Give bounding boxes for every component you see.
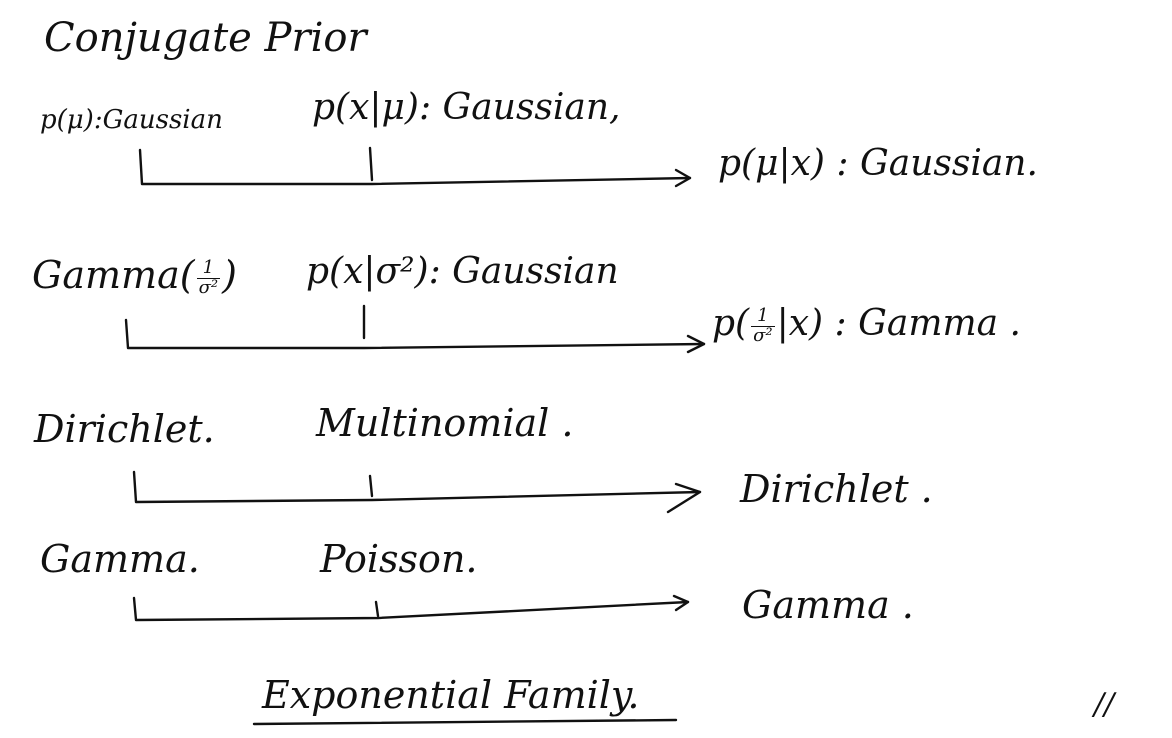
row1-likelihood: p(x|μ): Gaussian, (312, 87, 621, 128)
row4-likelihood-tick (374, 600, 380, 618)
row2-prior-prefix: Gamma( (32, 253, 195, 297)
row1-prior: p(μ):Gaussian (40, 105, 223, 135)
page-title: Conjugate Prior (44, 15, 367, 61)
row2-likelihood: p(x|σ²): Gaussian (306, 251, 619, 292)
row2-posterior-suffix: |x) : Gamma . (776, 303, 1021, 344)
row3-bracket-arrow (132, 470, 702, 504)
row4-likelihood: Poisson. (320, 537, 478, 581)
row1-posterior: p(μ|x) : Gaussian. (718, 143, 1038, 184)
row4-arrowhead (672, 594, 690, 612)
row2-arrowhead (686, 334, 706, 354)
row2-prior-denominator: σ² (198, 277, 219, 298)
row4-posterior: Gamma . (742, 583, 914, 627)
row3-likelihood-tick (368, 474, 374, 498)
row3-posterior: Dirichlet . (740, 467, 933, 511)
footer-underline (252, 718, 678, 726)
row4-prior: Gamma. (40, 537, 200, 581)
row4-bracket-arrow (132, 596, 690, 622)
row2-bracket-arrow (124, 318, 706, 350)
row3-likelihood: Multinomial . (316, 401, 574, 445)
row2-prior-numerator: 1 (196, 258, 221, 279)
row3-prior: Dirichlet. (34, 407, 215, 451)
end-mark: // (1094, 687, 1115, 722)
row2-prior-suffix: ) (222, 253, 237, 297)
row3-arrowhead (666, 482, 702, 514)
row1-arrowhead (674, 168, 692, 188)
row1-likelihood-tick (368, 146, 374, 182)
row1-bracket-arrow (138, 148, 692, 186)
row2-posterior-numerator: 1 (751, 306, 775, 327)
footer-label: Exponential Family. (262, 673, 640, 717)
row2-posterior-denominator: σ² (753, 324, 773, 346)
row2-posterior-prefix: p( (712, 303, 750, 344)
